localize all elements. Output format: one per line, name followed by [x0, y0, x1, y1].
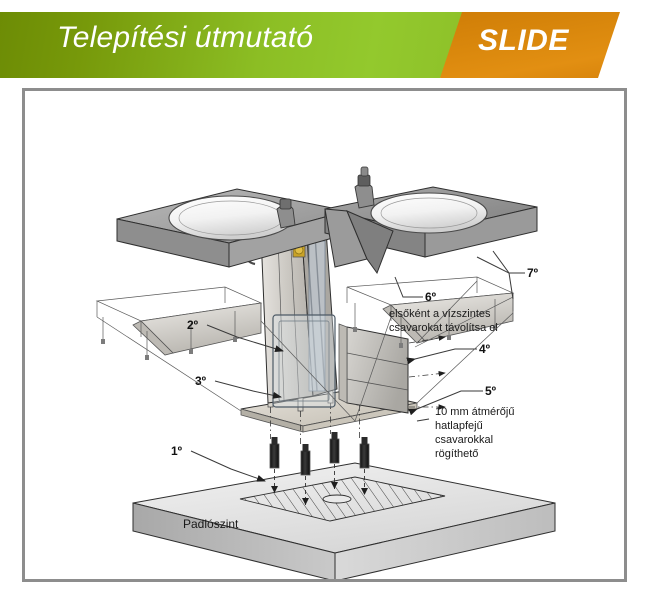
- anchor-hatch-zone: [239, 476, 446, 522]
- callout-6-leader: [394, 276, 423, 298]
- callout-7-label: 7º: [527, 266, 539, 280]
- panel-dashdot-pointers: [408, 335, 446, 410]
- construction-lines: [96, 312, 514, 422]
- diagram-frame: Padlószint: [22, 88, 627, 582]
- callout-1-leader: [190, 450, 266, 482]
- floor-level-label: Padlószint: [183, 517, 239, 531]
- installation-diagram: Padlószint: [95, 166, 556, 579]
- note-anchor-bolts: 10 mm átmérőjű hatlapfejű csavarokkal rö…: [416, 406, 514, 460]
- basin-top: [116, 166, 538, 275]
- splash-guard: [272, 314, 336, 408]
- note-anchor-bolts-line3: csavarokkal: [435, 434, 493, 446]
- drip-tray-right: [346, 276, 515, 348]
- callout-5-leader: [408, 390, 483, 416]
- callout-2-leader: [206, 324, 284, 353]
- note-horizontal-screws-line2: csavarokat távolítsa el: [389, 322, 498, 334]
- tap-right: [354, 166, 375, 209]
- note-anchor-bolts-line4: rögíthető: [435, 448, 478, 460]
- note-anchor-bolts-line1: 10 mm átmérőjű: [435, 406, 514, 418]
- callout-3-leader: [214, 380, 282, 399]
- note-horizontal-screws: elsőként a vízszintes csavarokat távolít…: [389, 308, 498, 334]
- note-anchor-bolts-line2: hatlapfejű: [435, 420, 483, 432]
- slide-badge-label: SLIDE: [478, 24, 569, 57]
- callout-1-label: 1º: [171, 444, 183, 458]
- anchor-bolts: [269, 432, 370, 505]
- note-horizontal-screws-line1: elsőként a vízszintes: [389, 308, 491, 320]
- side-panel: [338, 323, 409, 414]
- callout-4-label: 4º: [479, 342, 491, 356]
- page-title: Telepítési útmutató: [57, 21, 314, 54]
- callout-7-leader: [476, 250, 525, 300]
- callout-6-label: 6º: [425, 290, 437, 304]
- callout-3-label: 3º: [195, 374, 207, 388]
- callout-4-leader: [406, 348, 477, 365]
- header-green-shape: [0, 12, 475, 78]
- callout-2-label: 2º: [187, 318, 199, 332]
- tap-left: [276, 198, 296, 229]
- header-orange-shape: [440, 12, 620, 78]
- header-banner: Telepítési útmutató SLIDE: [0, 12, 650, 78]
- callout-5-label: 5º: [485, 384, 497, 398]
- drip-tray-left: [95, 286, 263, 360]
